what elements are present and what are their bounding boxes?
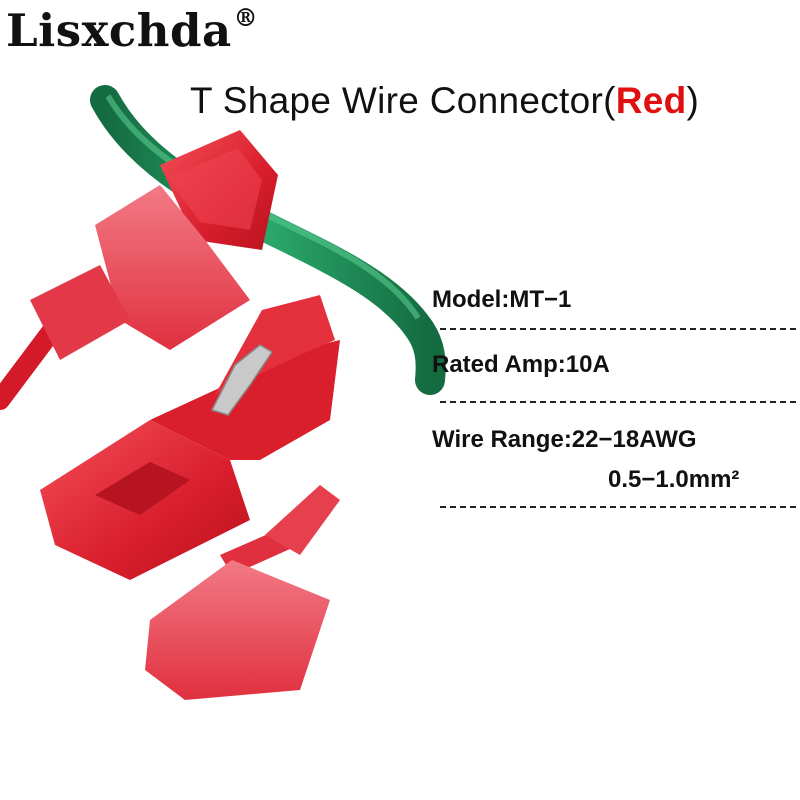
spec-rated-amp: Rated Amp:10A: [432, 351, 610, 378]
brand-name: Lisxchda: [6, 4, 232, 57]
title-color-word: Red: [615, 80, 687, 121]
spec-divider-2: [440, 401, 796, 403]
product-title: T Shape Wire Connector(Red): [190, 80, 699, 122]
brand-logo: Lisxchda®: [6, 6, 258, 54]
spec-wire-size: 0.5−1.0mm²: [608, 466, 740, 493]
open-t-tap-connector: [40, 295, 340, 580]
spec-divider-1: [440, 328, 796, 330]
assembled-t-connector: [30, 130, 278, 360]
registered-mark: ®: [233, 3, 259, 32]
title-close: ): [686, 80, 700, 121]
spec-wire-range: Wire Range:22−18AWG: [432, 426, 697, 453]
spec-model: Model:MT−1: [432, 286, 572, 313]
spec-divider-3: [440, 506, 796, 508]
title-text: T Shape Wire Connector(: [190, 80, 616, 121]
male-spade-connector: [145, 485, 340, 700]
